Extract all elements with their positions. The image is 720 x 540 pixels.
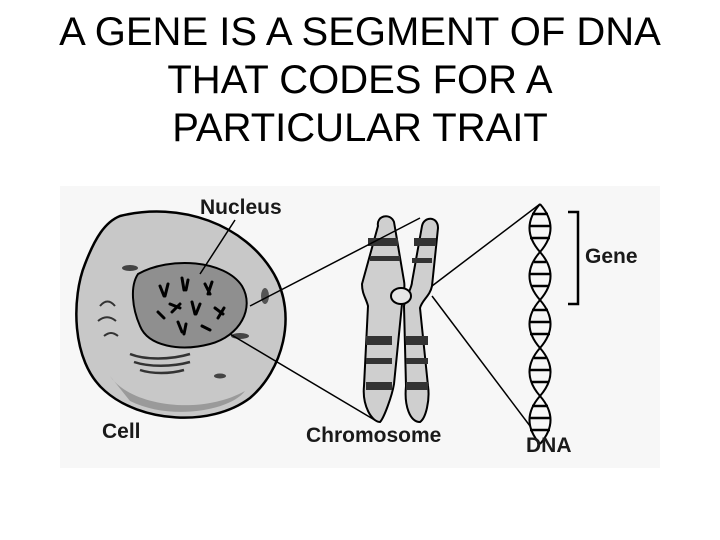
label-chromosome: Chromosome: [306, 424, 441, 447]
chromatid-left: [360, 215, 406, 424]
label-cell: Cell: [102, 420, 141, 443]
label-dna: DNA: [526, 434, 572, 457]
title-line-3: PARTICULAR TRAIT: [172, 106, 548, 150]
chromosome-illustration: [360, 215, 440, 424]
page-title: A GENE IS A SEGMENT OF DNA THAT CODES FO…: [0, 8, 720, 152]
label-nucleus: Nucleus: [200, 196, 282, 219]
title-line-1: A GENE IS A SEGMENT OF DNA: [59, 10, 661, 54]
gene-dna-diagram: Nucleus Gene Cell Chromosome DNA: [60, 186, 660, 468]
dna-helix: [528, 203, 552, 445]
label-gene: Gene: [585, 245, 638, 268]
pointer-lines: [199, 203, 541, 427]
cell-nucleus: [132, 261, 248, 349]
cell-illustration: [75, 210, 287, 419]
cell-shading: [110, 376, 245, 412]
gene-bracket: [568, 210, 580, 306]
title-line-2: THAT CODES FOR A: [167, 58, 553, 102]
